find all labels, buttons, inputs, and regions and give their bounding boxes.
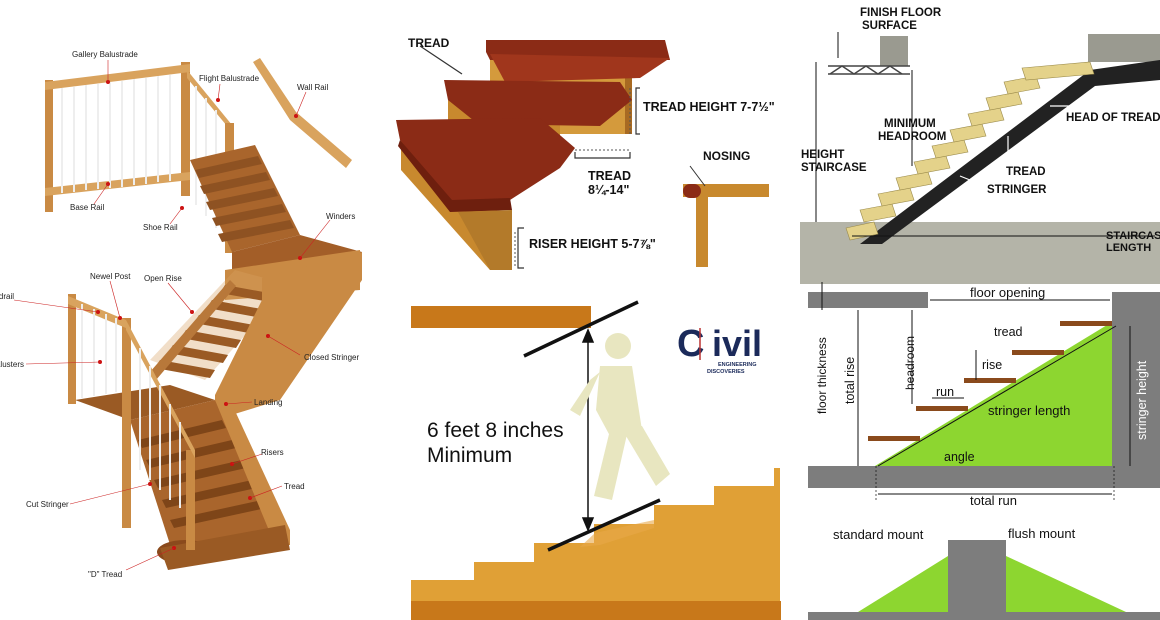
label-wall-rail: Wall Rail xyxy=(297,83,328,92)
label-landing: Landing xyxy=(254,398,282,407)
label-flush-mount: flush mount xyxy=(1008,526,1076,541)
svg-text:ivil: ivil xyxy=(712,323,762,364)
headroom-text-line1: 6 feet 8 inches xyxy=(427,419,564,442)
label-riser-height: RISER HEIGHT 5-7⅞" xyxy=(529,237,656,251)
label-closed-stringer: Closed Stringer xyxy=(304,353,359,362)
panel-staircase-terms: FINISH FLOOR SURFACE MINIMUM HEADROOM HE… xyxy=(800,7,1160,284)
label-floor-thickness: floor thickness xyxy=(815,337,829,414)
lower-flight-drawing xyxy=(68,294,290,570)
label-cut-stringer: Cut Stringer xyxy=(26,500,69,509)
label-open-rise: Open Rise xyxy=(144,274,182,283)
label-total-rise: total rise xyxy=(843,357,857,404)
label-winders: Winders xyxy=(326,212,355,221)
label-tread: Tread xyxy=(284,482,305,491)
label-tread-p4: TREAD xyxy=(1006,166,1046,178)
label-floor-opening: floor opening xyxy=(970,285,1045,300)
label-stringer-length: stringer length xyxy=(988,403,1070,418)
label-headroom-p5: headroom xyxy=(903,336,917,390)
label-tread-depth-value: 8¼-14" xyxy=(588,183,629,197)
label-tread-depth: TREAD xyxy=(588,169,631,183)
panel-staircase-anatomy: Gallery Balustrade Flight Balustrade Wal… xyxy=(0,50,362,579)
panel-mount-types: standard mount flush mount xyxy=(808,526,1160,620)
open-rise-flight-drawing xyxy=(150,252,362,420)
walking-person-icon xyxy=(570,333,670,500)
panel-stair-measurements: floor opening tread rise run stringer le… xyxy=(808,282,1160,508)
label-min-headroom-2: HEADROOM xyxy=(878,131,946,143)
label-flight-balustrade: Flight Balustrade xyxy=(199,74,260,83)
leader-lines xyxy=(13,60,331,571)
headroom-text-line2: Minimum xyxy=(427,444,512,467)
label-rise: rise xyxy=(982,358,1002,372)
label-staircase-length-2: LENGTH xyxy=(1106,242,1151,254)
civil-logo: C ivil ENGINEERING DISCOVERIES xyxy=(677,323,762,375)
label-risers: Risers xyxy=(261,448,284,457)
label-height-staircase: HEIGHT xyxy=(801,149,844,161)
label-stringer-height: stringer height xyxy=(1135,360,1149,440)
label-head-of-tread: HEAD OF TREAD xyxy=(1066,112,1160,124)
nosing-detail: NOSING xyxy=(683,149,769,267)
ceiling-beam xyxy=(411,306,591,328)
label-finish-floor-2: SURFACE xyxy=(862,20,917,32)
label-base-rail: Base Rail xyxy=(70,203,104,212)
label-min-headroom: MINIMUM xyxy=(884,118,936,130)
label-stringer-p4: STRINGER xyxy=(987,184,1047,196)
panel-headroom: 6 feet 8 inches Minimum C ivil ENGINEERI… xyxy=(411,300,781,620)
label-staircase-length: STAIRCASE xyxy=(1106,230,1160,242)
label-d-tread: "D" Tread xyxy=(88,570,122,579)
label-standard-mount: standard mount xyxy=(833,527,924,542)
panel-tread-riser-dimensions: TREAD TREAD HEIGHT 7-7½" TREAD 8¼-14" RI… xyxy=(396,36,775,270)
svg-text:NOSING: NOSING xyxy=(703,149,750,163)
label-newel-post: Newel Post xyxy=(90,272,131,281)
label-total-run: total run xyxy=(970,493,1017,508)
svg-text:DISCOVERIES: DISCOVERIES xyxy=(707,369,745,375)
label-run: run xyxy=(936,385,954,399)
label-tread: TREAD xyxy=(408,36,450,50)
label-angle: angle xyxy=(944,450,975,464)
svg-text:ENGINEERING: ENGINEERING xyxy=(718,362,757,368)
wall-rail-drawing xyxy=(253,58,352,168)
label-handrail: Handrail xyxy=(0,292,14,301)
label-gallery-balustrade: Gallery Balustrade xyxy=(72,50,138,59)
label-shoe-rail: Shoe Rail xyxy=(143,223,178,232)
label-finish-floor: FINISH FLOOR xyxy=(860,7,942,19)
label-balusters: Balusters xyxy=(0,360,24,369)
label-height-staircase-2: STAIRCASE xyxy=(801,162,867,174)
label-tread-height: TREAD HEIGHT 7-7½" xyxy=(643,100,775,114)
label-tread-p5: tread xyxy=(994,325,1023,339)
gallery-balustrade-drawing xyxy=(45,62,190,212)
